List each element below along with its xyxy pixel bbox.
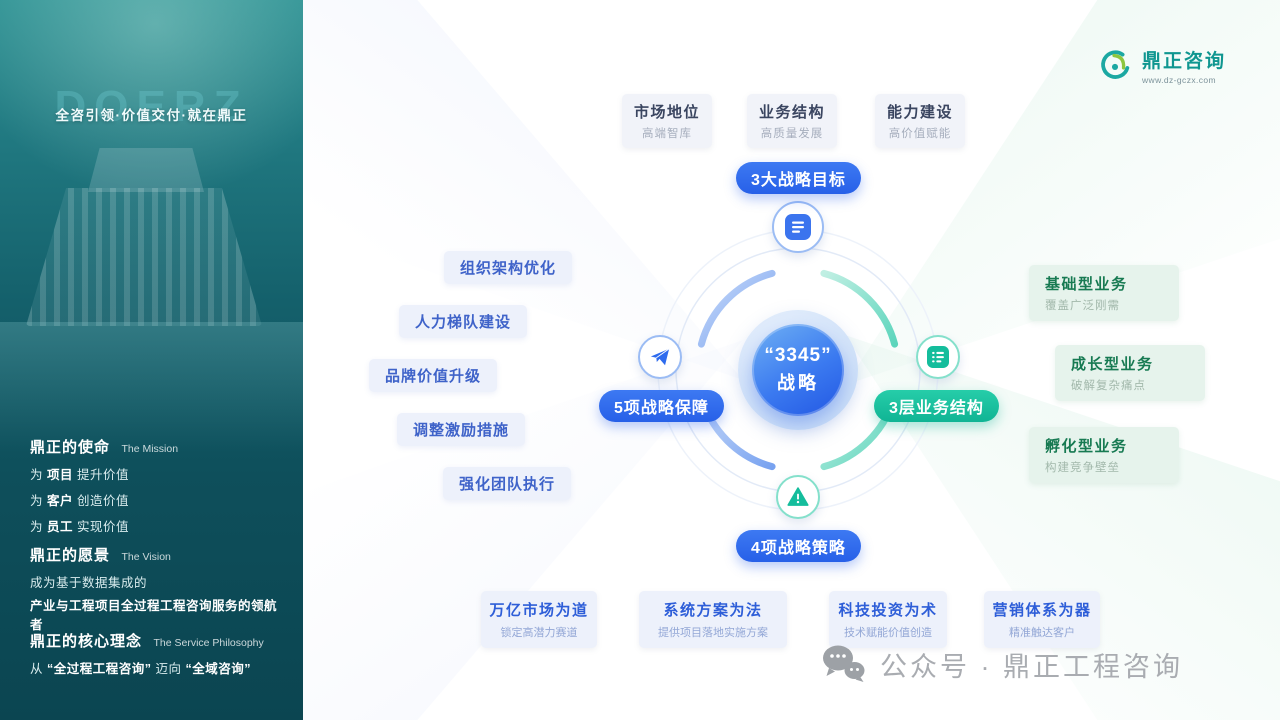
sidebar-photo-dam-crest	[88, 148, 204, 192]
goal-title: 业务结构	[759, 104, 826, 121]
philosophy-title: 鼎正的核心理念	[30, 633, 143, 650]
mission-line-pre: 为	[30, 468, 47, 482]
wechat-banner: 公众号 · 鼎正工程咨询	[820, 643, 1183, 685]
node-circle-left	[638, 335, 682, 379]
triangle-alert-icon	[787, 487, 809, 506]
goal-title: 能力建设	[887, 104, 954, 121]
mission-subtitle: The Mission	[121, 443, 179, 455]
goal-card-business-structure: 业务结构 高质量发展	[747, 94, 838, 148]
strategy-title: 系统方案为法	[663, 602, 763, 619]
goal-desc: 高端智库	[642, 128, 692, 140]
node-circle-bottom	[776, 475, 820, 519]
business-card-growth: 成长型业务 破解复杂痛点	[1055, 345, 1205, 401]
document-icon	[785, 214, 811, 240]
philosophy-section: 鼎正的核心理念 The Service Philosophy 从 “全过程工程咨…	[30, 630, 285, 677]
node-pill-business-layers: 3层业务结构	[874, 390, 999, 422]
strategy-card-technology: 科技投资为术 技术赋能价值创造	[829, 591, 947, 648]
brand-watermark: DOERZ	[54, 82, 249, 131]
vision-section: 鼎正的愿景 The Vision 成为基于数据集成的 产业与工程项目全过程工程咨…	[30, 544, 285, 633]
goal-card-market-position: 市场地位 高端智库	[622, 94, 713, 148]
mission-line-post: 实现价值	[73, 520, 129, 534]
center-strategy-label: 战略	[777, 373, 819, 393]
sidebar-photo-water	[0, 0, 303, 200]
node-pill-strategic-goals: 3大战略目标	[736, 162, 861, 194]
safeguard-item-execution: 强化团队执行	[443, 467, 572, 500]
goal-desc: 高质量发展	[760, 128, 824, 140]
vision-line-2: 产业与工程项目全过程工程咨询服务的领航者	[30, 599, 278, 632]
brand-slogan: 全咨引领·价值交付·就在鼎正	[55, 108, 248, 123]
strategy-desc: 精准触达客户	[1009, 627, 1075, 639]
mission-line-post: 创造价值	[73, 494, 129, 508]
mission-line: 为 项目 提升价值	[30, 464, 285, 483]
mission-section: 鼎正的使命 The Mission 为 项目 提升价值 为 客户 创造价值 为 …	[30, 436, 285, 535]
philosophy-quote-1: “全过程工程咨询”	[46, 662, 152, 676]
strategy-desc: 提供项目落地实施方案	[658, 627, 768, 639]
goal-desc: 高价值赋能	[888, 128, 952, 140]
philosophy-heading: 鼎正的核心理念 The Service Philosophy	[30, 630, 285, 651]
business-card-foundational: 基础型业务 覆盖广泛刚需	[1029, 265, 1179, 321]
mission-line-key: 员工	[46, 520, 73, 534]
node-pill-strategic-tactics: 4项战略策略	[736, 530, 861, 562]
paper-plane-icon	[650, 348, 670, 366]
strategy-card-market: 万亿市场为道 锁定高潜力赛道	[481, 591, 597, 648]
mission-heading: 鼎正的使命 The Mission	[30, 436, 285, 457]
philosophy-pre: 从	[30, 662, 47, 676]
philosophy-quote-2: “全域咨询”	[185, 662, 251, 676]
strategy-card-marketing: 营销体系为器 精准触达客户	[984, 591, 1100, 648]
company-url: www.dz-gczx.com	[1142, 75, 1217, 85]
vision-subtitle: The Vision	[121, 551, 171, 563]
strategy-title: 万亿市场为道	[489, 602, 589, 619]
safeguard-item-org: 组织架构优化	[444, 251, 573, 284]
wechat-icon	[823, 645, 865, 682]
mission-line-key: 项目	[46, 468, 73, 482]
safeguard-item-talent: 人力梯队建设	[399, 305, 528, 338]
company-logo-icon	[1101, 49, 1130, 79]
safeguard-item-brand: 品牌价值升级	[369, 359, 498, 392]
business-card-incubation: 孵化型业务 构建竞争壁垒	[1029, 427, 1179, 483]
mission-title: 鼎正的使命	[30, 439, 111, 456]
goal-title: 市场地位	[634, 104, 701, 121]
safeguard-item-incentive: 调整激励措施	[397, 413, 526, 446]
center-strategy-circle: “3345” 战略	[752, 324, 844, 416]
business-desc: 构建竞争壁垒	[1045, 462, 1120, 474]
goal-card-capability: 能力建设 高价值赋能	[875, 94, 966, 148]
strategy-desc: 技术赋能价值创造	[844, 627, 932, 639]
philosophy-line: 从 “全过程工程咨询” 迈向 “全域咨询”	[30, 658, 285, 677]
mission-line-post: 提升价值	[73, 468, 129, 482]
mission-line-pre: 为	[30, 494, 47, 508]
philosophy-mid: 迈向	[151, 662, 186, 676]
mission-line: 为 客户 创造价值	[30, 490, 285, 509]
business-desc: 破解复杂痛点	[1071, 380, 1146, 392]
vision-title: 鼎正的愿景	[30, 547, 111, 564]
vision-line-1: 成为基于数据集成的	[30, 576, 148, 590]
node-pill-safeguards: 5项战略保障	[599, 390, 724, 422]
clipboard-list-icon	[927, 346, 949, 368]
company-name: 鼎正咨询	[1142, 51, 1227, 72]
strategy-desc: 锁定高潜力赛道	[500, 627, 578, 639]
business-title: 成长型业务	[1071, 356, 1154, 373]
strategy-card-solution: 系统方案为法 提供项目落地实施方案	[639, 591, 787, 648]
center-strategy-number: “3345”	[764, 345, 832, 366]
business-title: 基础型业务	[1045, 276, 1128, 293]
business-title: 孵化型业务	[1045, 438, 1128, 455]
sidebar: DOERZ 全咨引领·价值交付·就在鼎正 鼎正的使命 The Mission 为…	[0, 0, 303, 720]
sidebar-photo-river	[0, 322, 303, 452]
sidebar-photo-dam	[26, 188, 262, 326]
strategy-title: 营销体系为器	[992, 602, 1092, 619]
mission-line-key: 客户	[46, 494, 73, 508]
node-circle-top	[772, 201, 824, 253]
node-circle-right	[916, 335, 960, 379]
vision-heading: 鼎正的愿景 The Vision	[30, 544, 285, 565]
philosophy-subtitle: The Service Philosophy	[153, 637, 264, 649]
company-logo: 鼎正咨询 www.dz-gczx.com	[1096, 46, 1226, 85]
company-logo-text: 鼎正咨询 www.dz-gczx.com	[1142, 46, 1226, 85]
mission-line-pre: 为	[30, 520, 47, 534]
strategy-title: 科技投资为术	[838, 602, 938, 619]
wechat-account-label: 公众号 · 鼎正工程咨询	[880, 651, 1183, 682]
business-desc: 覆盖广泛刚需	[1045, 300, 1120, 312]
mission-line: 为 员工 实现价值	[30, 516, 285, 535]
